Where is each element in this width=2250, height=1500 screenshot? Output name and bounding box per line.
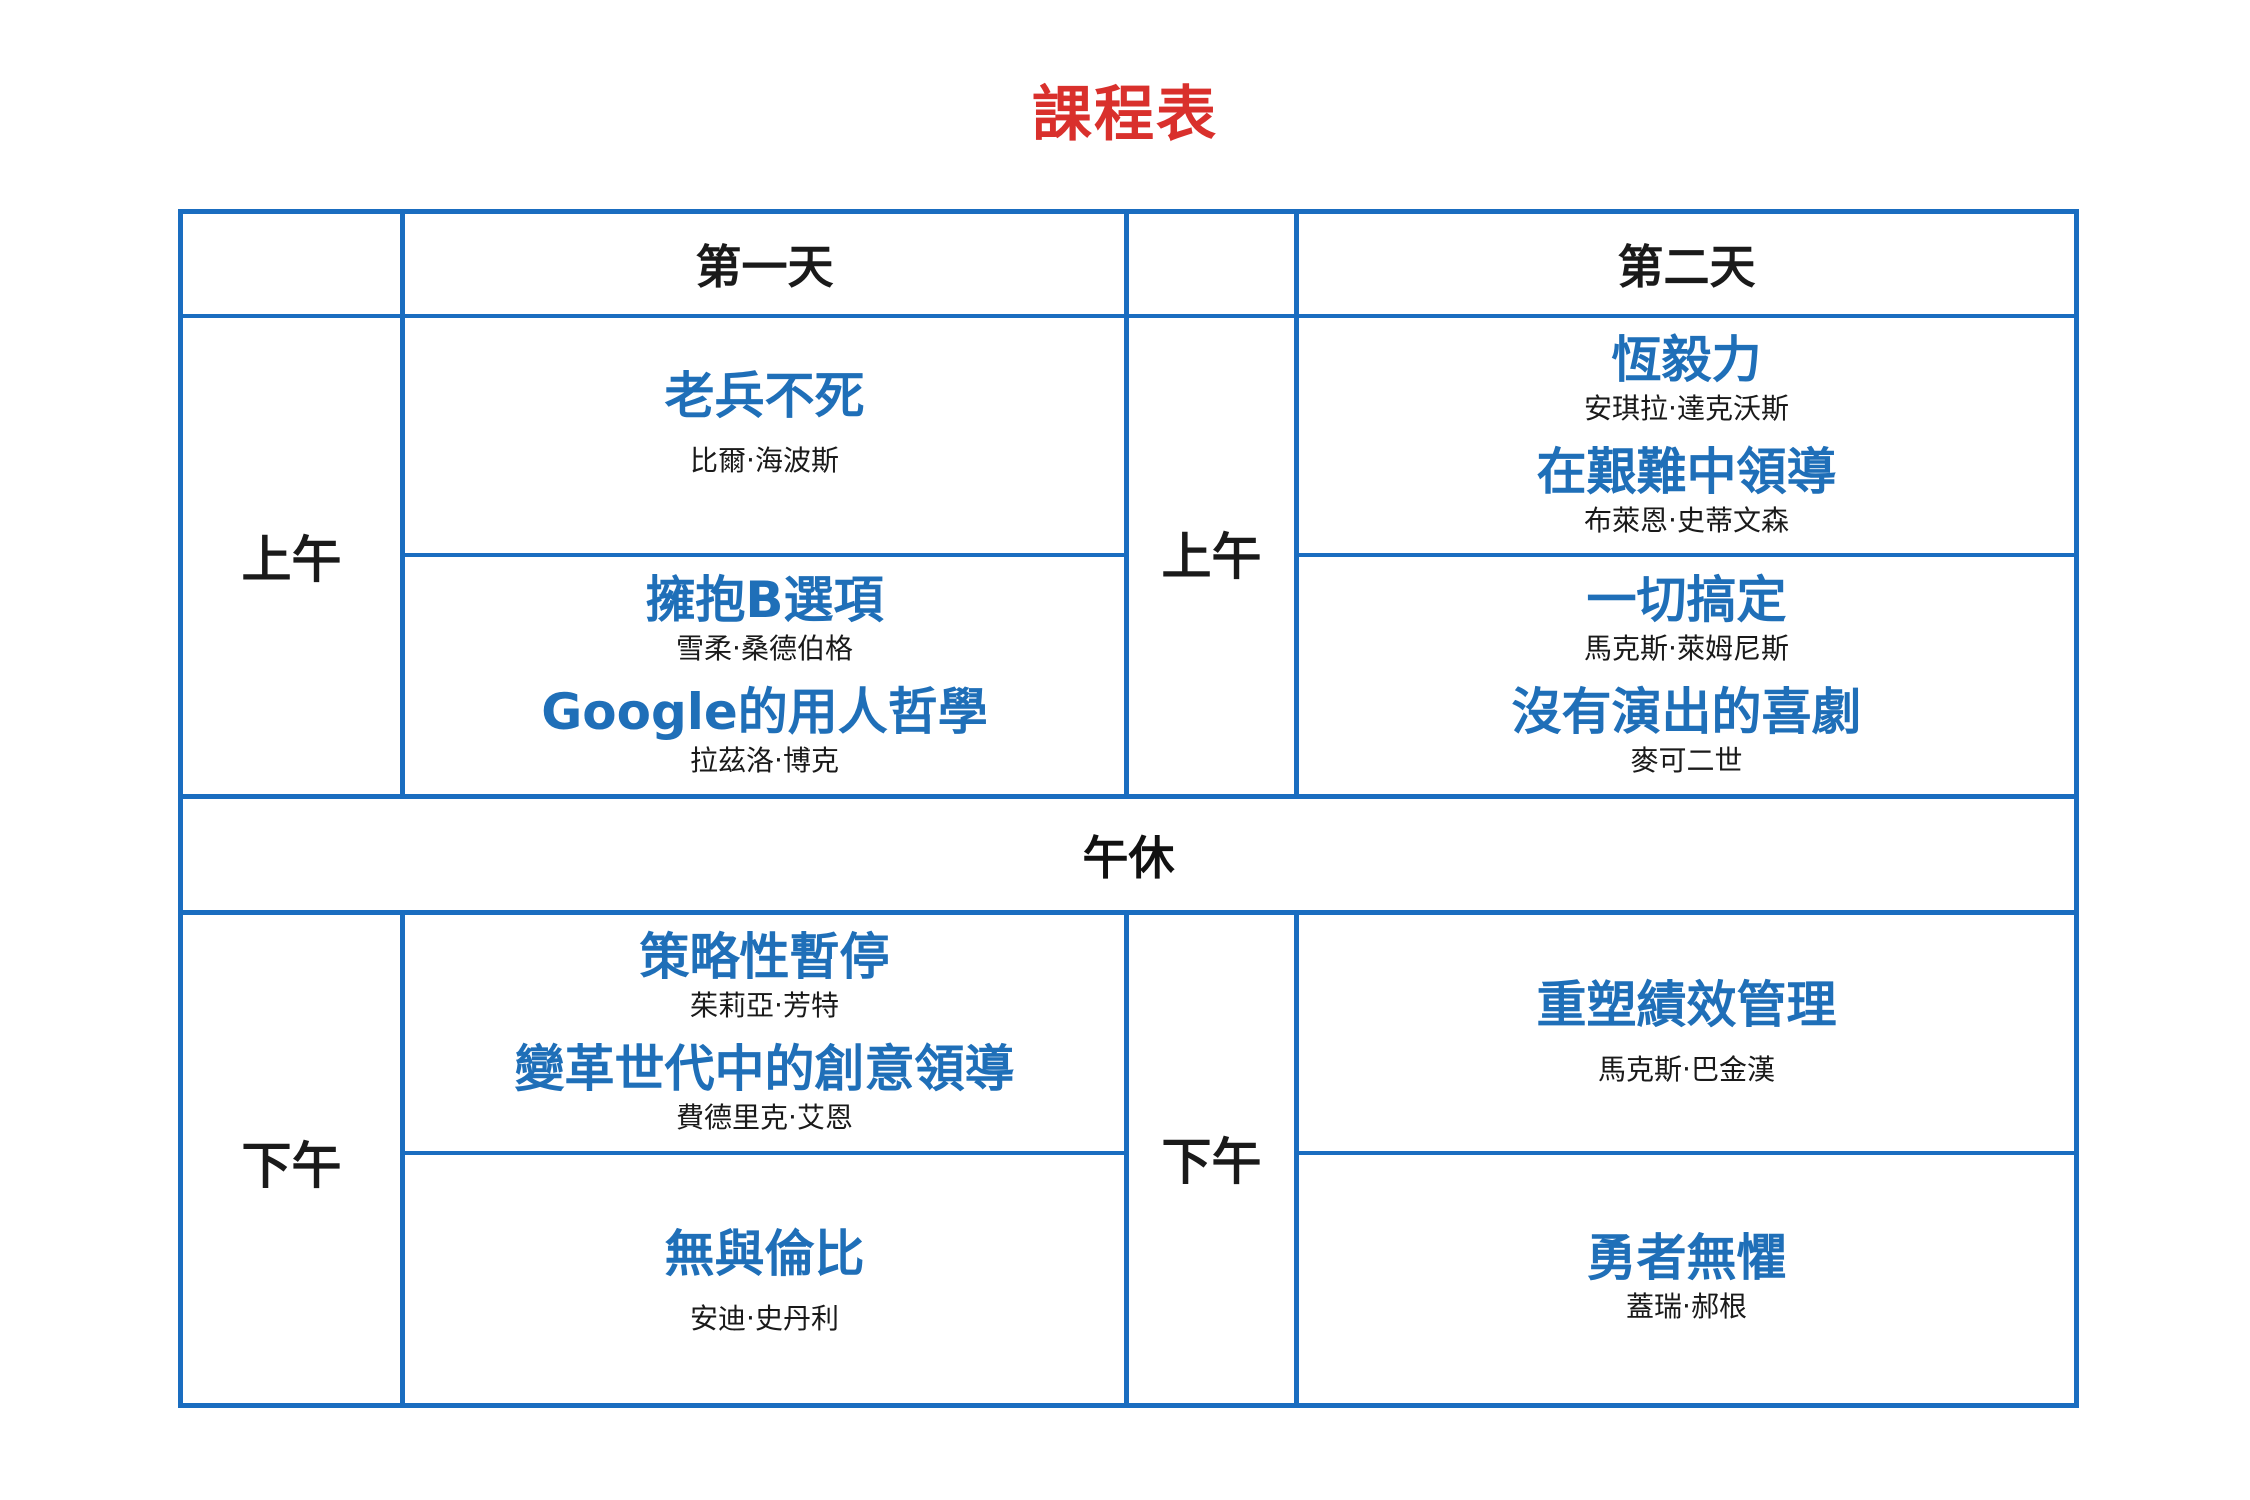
course-block: 在艱難中領導 布萊恩‧史蒂文森	[1537, 444, 1837, 540]
grid-line	[183, 314, 2074, 318]
grid-line	[1124, 912, 1129, 1408]
course-title: 無與倫比	[664, 1224, 865, 1283]
grid-line	[1294, 214, 1299, 794]
course-cell-day2-am-top: 恆毅力 安琪拉‧達克沃斯 在艱難中領導 布萊恩‧史蒂文森	[1299, 318, 2074, 553]
course-speaker: 拉茲洛‧博克	[690, 743, 839, 777]
course-block: 勇者無懼 蓋瑞‧郝根	[1587, 1230, 1787, 1326]
course-speaker: 馬克斯‧萊姆尼斯	[1584, 631, 1789, 665]
course-title: 勇者無懼	[1586, 1228, 1787, 1287]
course-cell-day1-am-bottom: 擁抱B選項 雪柔‧桑德伯格 Google的用人哲學 拉茲洛‧博克	[405, 557, 1124, 794]
day1-header: 第一天	[695, 240, 834, 294]
grid-line	[1296, 553, 2074, 557]
course-title: 老兵不死	[664, 367, 865, 425]
course-block: 擁抱B選項 雪柔‧桑德伯格	[645, 572, 883, 668]
pm-label-day2: 下午	[1161, 1132, 1262, 1191]
grid-line	[183, 910, 2074, 915]
grid-line	[400, 214, 405, 794]
course-speaker: 安迪‧史丹利	[690, 1301, 839, 1335]
grid-line	[1296, 1151, 2074, 1155]
course-cell-day1-pm-top: 策略性暫停 茱莉亞‧芳特 變革世代中的創意領導 費德里克‧艾恩	[405, 915, 1124, 1151]
course-speaker: 布萊恩‧史蒂文森	[1584, 503, 1789, 537]
course-block: 變革世代中的創意領導 費德里克‧艾恩	[515, 1041, 1015, 1137]
course-speaker: 蓋瑞‧郝根	[1626, 1289, 1747, 1323]
course-block: 重塑績效管理 馬克斯‧巴金漢	[1537, 977, 1837, 1089]
course-cell-day1-am-top: 老兵不死 比爾‧海波斯	[405, 318, 1124, 553]
course-block: 恆毅力 安琪拉‧達克沃斯	[1584, 332, 1789, 428]
day2-header: 第二天	[1617, 240, 1756, 294]
pm-label-day1: 下午	[241, 1136, 342, 1195]
course-speaker: 馬克斯‧巴金漢	[1598, 1053, 1775, 1087]
course-speaker: 費德里克‧艾恩	[676, 1101, 853, 1134]
course-block: 一切搞定 馬克斯‧萊姆尼斯	[1584, 572, 1789, 668]
course-block: 老兵不死 比爾‧海波斯	[665, 368, 865, 480]
grid-line	[402, 553, 1126, 557]
course-title: 在艱難中領導	[1536, 442, 1837, 501]
course-speaker: 比爾‧海波斯	[690, 444, 839, 477]
course-title: 恆毅力	[1611, 330, 1762, 389]
grid-line	[402, 1151, 1126, 1155]
schedule-table: 第一天 第二天 上午 上午 下午 下午 午休 老兵不死 比爾‧海波斯 擁抱B選項…	[178, 209, 2079, 1408]
course-title: 一切搞定	[1586, 570, 1787, 629]
am-label-day1: 上午	[241, 531, 342, 589]
course-speaker: 麥可二世	[1630, 743, 1743, 777]
course-title: 重塑績效管理	[1536, 976, 1837, 1035]
course-cell-day2-pm-top: 重塑績效管理 馬克斯‧巴金漢	[1299, 915, 2074, 1151]
course-cell-day2-pm-bottom: 勇者無懼 蓋瑞‧郝根	[1299, 1155, 2074, 1400]
course-title: 擁抱B選項	[645, 570, 884, 629]
course-block: 策略性暫停 茱莉亞‧芳特	[640, 929, 890, 1025]
course-speaker: 安琪拉‧達克沃斯	[1584, 391, 1789, 425]
course-title: 變革世代中的創意領導	[514, 1040, 1015, 1098]
course-title: 策略性暫停	[639, 928, 890, 987]
grid-line	[400, 912, 405, 1408]
grid-line	[1124, 214, 1129, 794]
am-label-day2: 上午	[1161, 528, 1262, 586]
grid-line	[183, 794, 2074, 799]
course-block: 無與倫比 安迪‧史丹利	[665, 1226, 865, 1338]
lunch-label: 午休	[1082, 830, 1175, 885]
course-speaker: 茱莉亞‧芳特	[690, 989, 839, 1023]
course-block: 沒有演出的喜劇 麥可二世	[1512, 684, 1862, 780]
course-cell-day2-am-bottom: 一切搞定 馬克斯‧萊姆尼斯 沒有演出的喜劇 麥可二世	[1299, 557, 2074, 794]
course-cell-day1-pm-bottom: 無與倫比 安迪‧史丹利	[405, 1155, 1124, 1408]
course-speaker: 雪柔‧桑德伯格	[676, 631, 853, 665]
course-title: 沒有演出的喜劇	[1511, 682, 1862, 741]
course-title: Google的用人哲學	[541, 682, 988, 741]
page-title: 課程表	[1032, 80, 1218, 150]
grid-line	[1294, 912, 1299, 1408]
course-block: Google的用人哲學 拉茲洛‧博克	[541, 684, 988, 780]
